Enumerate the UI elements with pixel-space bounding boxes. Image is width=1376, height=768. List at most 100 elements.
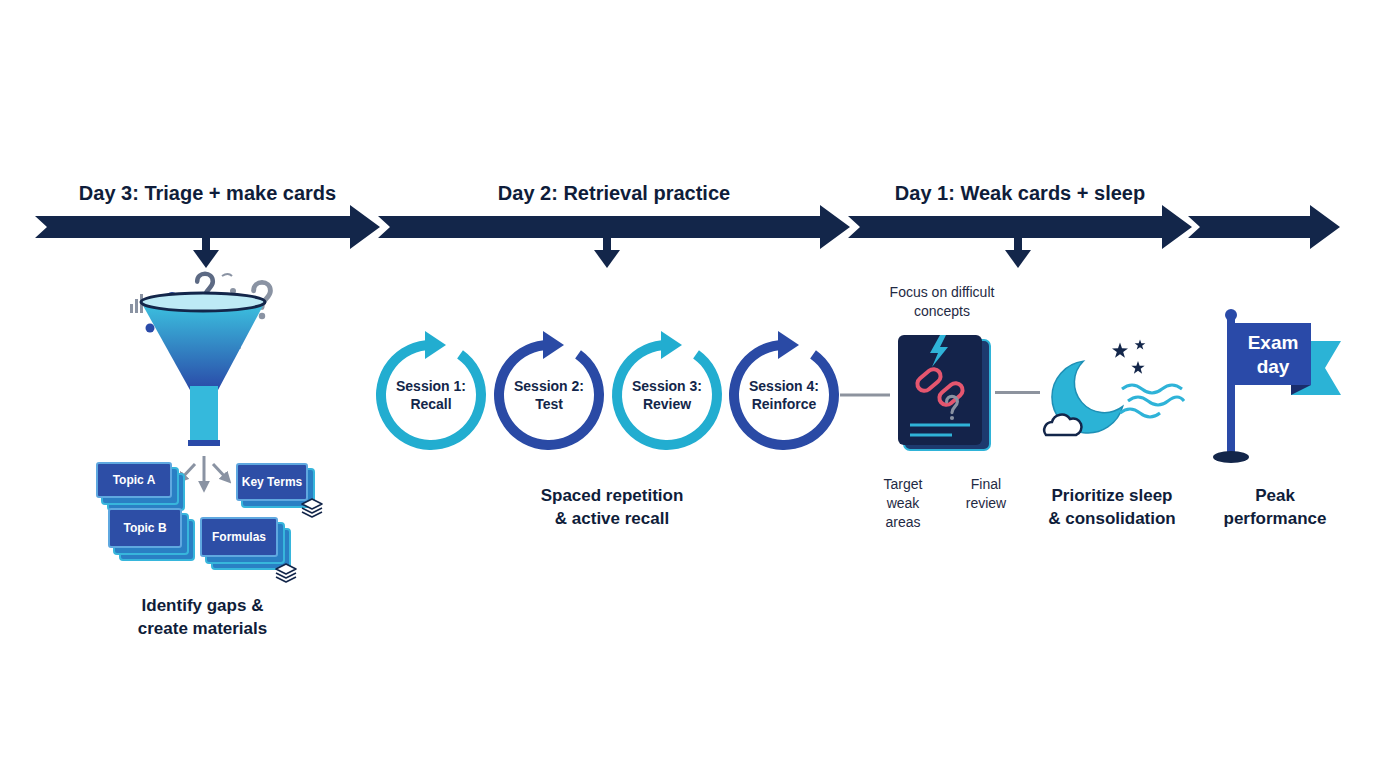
exam-flag-shape: [1291, 385, 1311, 395]
node-text: Session 3: Review: [622, 377, 712, 413]
sleep-moon-shape: [1044, 415, 1081, 435]
session-cycle-shape: [494, 340, 604, 450]
weak-cards-book-shape: [950, 416, 954, 420]
stage-caption: Identify gaps & create materials: [135, 594, 270, 640]
down-arrow: [603, 236, 611, 252]
exam-flag-shape: [1205, 305, 1345, 465]
session-cycle-shape: [729, 340, 839, 450]
stack-icon: [302, 499, 322, 517]
study-card: Key Terms: [236, 463, 308, 501]
weak-cards-book-shape: [947, 396, 958, 412]
weak-cards-book-shape: [915, 366, 944, 393]
exam-flag-shape: [1213, 451, 1249, 463]
node-text: Focus on difficult concepts: [877, 283, 1007, 321]
node-text: Session 1: Recall: [386, 377, 476, 413]
session-cycle-shape: [778, 331, 799, 359]
session-cycle: Session 2: Test: [493, 339, 605, 451]
exam-flag-shape: [1225, 309, 1237, 321]
node-text: Formulas: [200, 517, 278, 557]
exam-flag-shape: [1227, 317, 1235, 457]
weak-cards-book-shape: [910, 434, 952, 437]
timeline-arrow-shape: [848, 205, 1192, 249]
stack-icon: [276, 564, 296, 582]
weak-cards-book-shape: [898, 335, 982, 445]
funnel-icon: [130, 274, 270, 488]
funnel-icon: [190, 386, 218, 442]
sleep-moon-shape: [1135, 339, 1146, 349]
timeline-arrow: [1188, 205, 1340, 249]
connector-line: [995, 391, 1040, 394]
stack-icon: [276, 573, 296, 578]
timeline-arrow-shape: [848, 205, 1192, 249]
timeline-arrow: Day 3: Triage + make cards: [35, 205, 380, 249]
timeline-arrow: Day 1: Weak cards + sleep: [848, 205, 1192, 249]
stack-icon: [276, 499, 322, 582]
node-text: Session 4: Reinforce: [739, 377, 829, 413]
node-text: Day 2: Retrieval practice: [378, 180, 850, 206]
exam-flag-shape: [1235, 323, 1311, 385]
weak-cards-book-shape: [930, 335, 948, 367]
node-text: Session 2: Test: [504, 377, 594, 413]
sleep-moon-shape: [1128, 397, 1184, 405]
stack-icon: [276, 577, 296, 582]
node-text: Topic B: [108, 508, 182, 548]
session-cycle-shape: [728, 339, 840, 451]
session-cycle-shape: [729, 331, 839, 450]
session-cycle-shape: [376, 331, 486, 450]
funnel-icon: [213, 464, 228, 480]
down-arrow: [193, 236, 1031, 268]
exam-flag: Exam dayPeak performance: [1205, 305, 1345, 465]
node-text: Peak performance: [1205, 484, 1345, 530]
timeline-arrow-shape: [378, 205, 850, 249]
sleep-moon-shape: [1040, 335, 1185, 450]
node-text: Exam day: [1237, 331, 1309, 379]
connector-line: [840, 394, 890, 397]
node-text: Final review: [958, 475, 1014, 513]
sleep-moon: Prioritize sleep & consolidation: [1040, 335, 1185, 450]
stack-icon: [302, 512, 322, 517]
stack-icon: [302, 508, 322, 513]
funnel-icon: [146, 324, 155, 333]
down-arrow: [1005, 250, 1031, 268]
funnel-icon: [130, 304, 133, 313]
weak-cards-book-shape: [947, 396, 958, 420]
stack-icon: [276, 564, 296, 574]
sleep-moon-shape: [1112, 343, 1128, 358]
session-cycle-shape: [375, 339, 487, 451]
timeline-arrow: Day 2: Retrieval practice: [378, 205, 850, 249]
study-card: Topic B: [108, 508, 182, 548]
funnel-icon: [135, 299, 138, 313]
down-arrow: [1014, 236, 1022, 252]
session-cycle-shape: [611, 339, 723, 451]
session-cycle: Session 4: Reinforce: [728, 339, 840, 451]
sleep-moon-shape: [1122, 385, 1182, 393]
funnel-icon: [203, 456, 206, 488]
weak-cards-book-shape: [937, 380, 966, 407]
study-card: Formulas: [200, 517, 278, 557]
timeline-arrow-shape: [35, 205, 380, 249]
down-arrow: [594, 250, 620, 268]
sleep-moon-shape: [1131, 361, 1144, 374]
stage-caption: Spaced repetition & active recall: [536, 484, 688, 530]
session-cycle-shape: [494, 331, 604, 450]
stack-icon: [302, 499, 322, 509]
node-text: Key Terms: [236, 463, 308, 501]
funnel-icon: [222, 274, 232, 276]
timeline-arrow-shape: [35, 205, 380, 249]
session-cycle-shape: [661, 331, 682, 359]
study-card: Topic A: [96, 462, 172, 498]
weak-cards-book-shape: [910, 424, 970, 427]
session-cycle-shape: [612, 331, 722, 450]
down-arrow: [202, 236, 210, 252]
node-text: Day 1: Weak cards + sleep: [848, 180, 1192, 206]
down-arrow: [193, 250, 219, 268]
session-cycle-shape: [612, 340, 722, 450]
session-cycle: Session 1: Recall: [375, 339, 487, 451]
node-text: Day 3: Triage + make cards: [35, 180, 380, 206]
node-text: Prioritize sleep & consolidation: [1046, 484, 1178, 530]
session-cycle: Session 3: Review: [611, 339, 723, 451]
node-text: Topic A: [96, 462, 172, 498]
